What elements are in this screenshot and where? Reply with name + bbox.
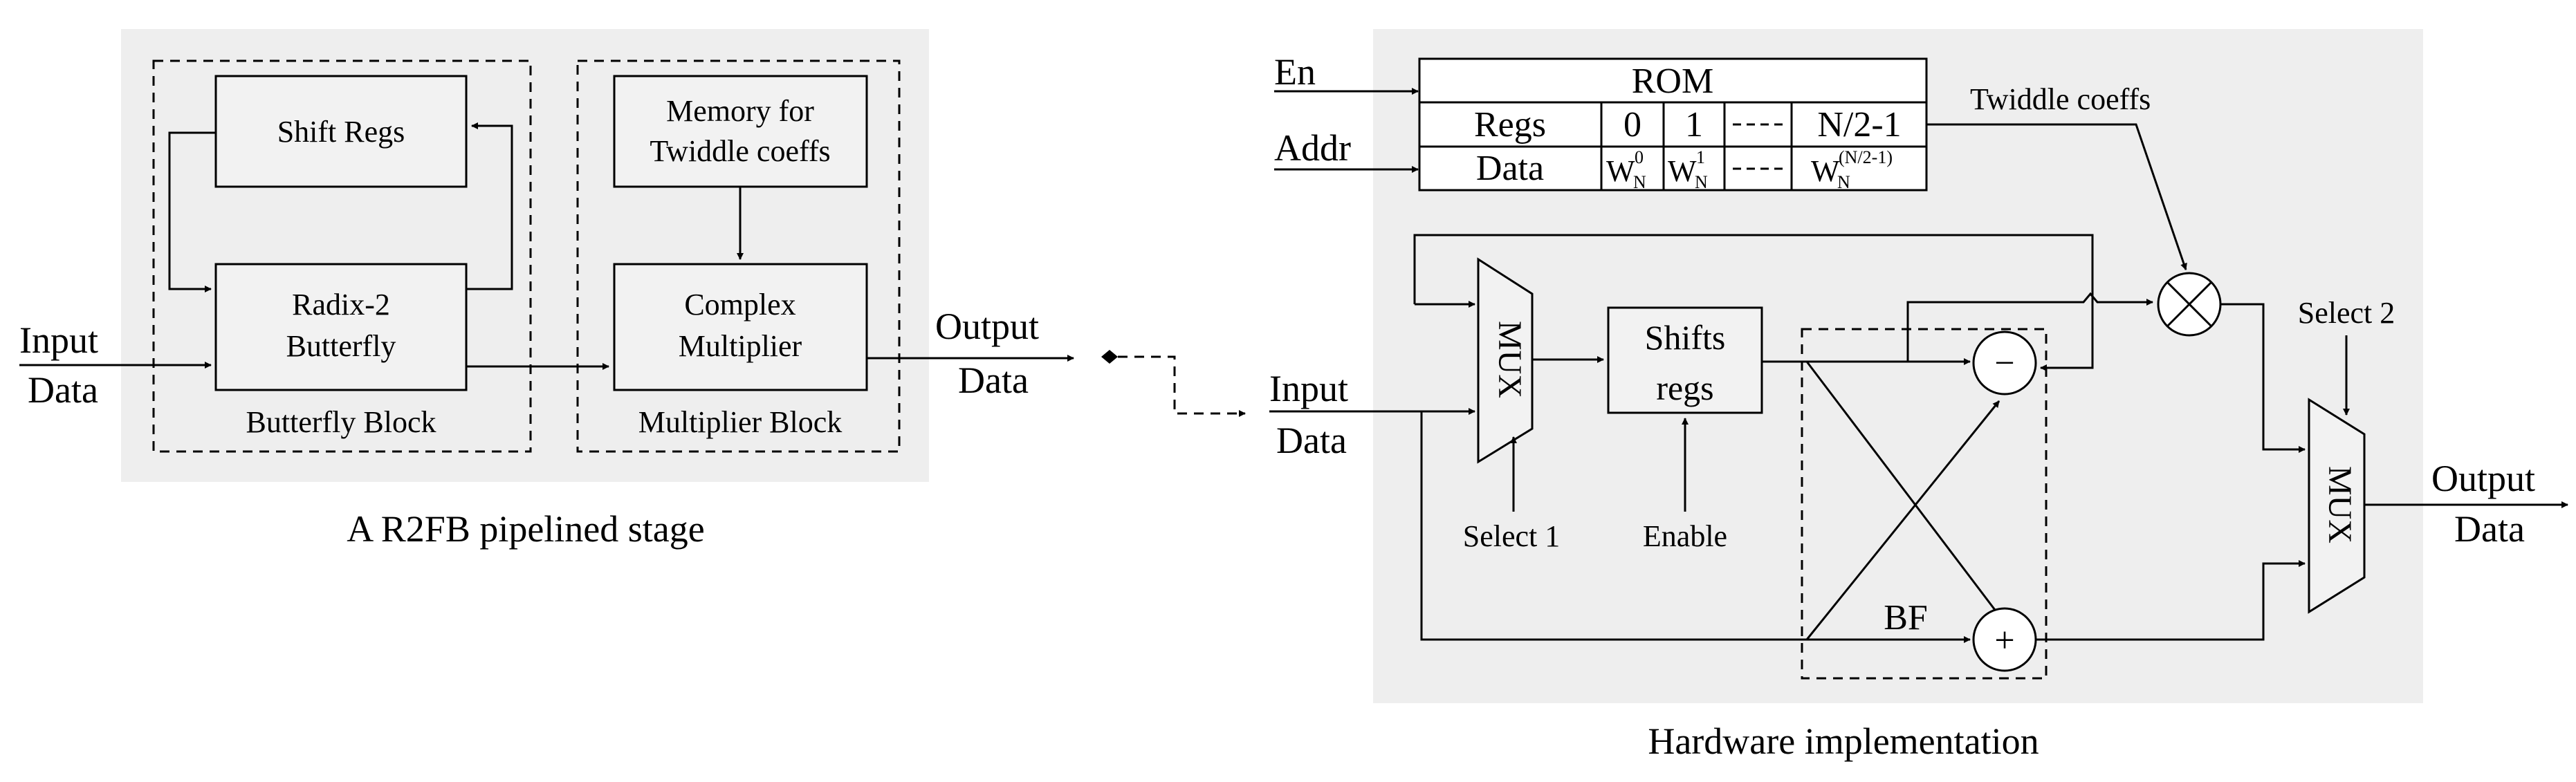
complex-multiplier-box	[613, 263, 868, 391]
left-output-label-line1: Output	[935, 306, 1039, 347]
twiddle-memory-box	[613, 75, 868, 188]
left-caption: A R2FB pipelined stage	[347, 508, 704, 550]
left-input-label-line2: Data	[28, 369, 98, 411]
left-input-label-line1: Input	[19, 319, 98, 361]
multiplier-block-label: Multiplier Block	[638, 405, 843, 439]
right-input-label-line2: Data	[1276, 420, 1347, 461]
panel-connector-dashed	[1118, 355, 1246, 417]
svg-text:0: 0	[1635, 147, 1644, 167]
rom-w0-cell: W 0 N	[1606, 147, 1646, 192]
rom-wlast-cell: W (N/2-1) N	[1811, 147, 1893, 192]
svg-text:N: N	[1695, 172, 1708, 192]
input-to-adder-wire	[1420, 411, 1971, 643]
memory-label-line2: Twiddle coeffs	[650, 134, 830, 168]
bf-dashed-region	[1801, 328, 2048, 680]
svg-text:W: W	[1606, 154, 1635, 188]
mux2-label: MUX	[2321, 466, 2358, 543]
subtract-symbol: −	[1994, 344, 2014, 383]
butterfly-block-label: Butterfly Block	[246, 405, 436, 439]
adder-to-mux2-wire	[2036, 560, 2306, 641]
twiddle-multiplier-node	[2157, 272, 2222, 337]
complex-mult-line1: Complex	[684, 288, 795, 322]
twiddle-coeffs-label: Twiddle coeffs	[1970, 82, 2151, 116]
shifts-to-multiplier-wire	[1906, 292, 2153, 362]
radix2-butterfly-box	[214, 263, 468, 391]
shifts-to-adder-cross	[1805, 361, 2000, 616]
rom-w1-cell: W 1 N	[1668, 147, 1708, 192]
multiplier-block-outline	[576, 59, 901, 453]
connector-diamond	[1101, 350, 1118, 364]
shifts-regs-box	[1607, 306, 1763, 414]
svg-text:N: N	[1633, 172, 1646, 192]
bf-label: BF	[1884, 598, 1928, 637]
mux1-label: MUX	[1491, 321, 1528, 398]
shifts-regs-line2: regs	[1656, 369, 1713, 407]
svg-text:W: W	[1668, 154, 1697, 188]
input-to-subtract-cross	[1805, 400, 2000, 640]
multiplier-to-mux2-wire	[2220, 303, 2306, 453]
adder-symbol: +	[1994, 621, 2014, 660]
rom-reg-0: 0	[1623, 105, 1641, 145]
rom-data-label: Data	[1476, 149, 1544, 188]
svg-text:1: 1	[1696, 147, 1705, 167]
right-input-label-line1: Input	[1269, 368, 1348, 409]
right-caption: Hardware implementation	[1648, 720, 2039, 762]
right-output-label-line1: Output	[2431, 458, 2535, 499]
shift-to-butterfly-wire	[168, 131, 216, 292]
enable-label: Enable	[1643, 519, 1727, 553]
subtract-feedback-wire	[1413, 234, 2094, 371]
select1-label: Select 1	[1463, 519, 1561, 553]
svg-text:W: W	[1811, 154, 1840, 188]
select2-label: Select 2	[2298, 296, 2395, 330]
rom-regs-label: Regs	[1474, 105, 1546, 145]
mux1-block	[1477, 257, 1534, 464]
memory-label-line1: Memory for	[666, 94, 814, 128]
rom-table	[1418, 57, 1928, 192]
twiddle-to-multiplier-wire	[1926, 123, 2187, 270]
right-output-label-line2: Data	[2454, 508, 2525, 550]
svg-text:(N/2-1): (N/2-1)	[1839, 147, 1893, 167]
svg-text:N: N	[1837, 172, 1850, 192]
radix2-label-line1: Radix-2	[292, 288, 390, 322]
complex-mult-line2: Multiplier	[679, 329, 802, 363]
addr-label: Addr	[1274, 127, 1351, 169]
shift-regs-box	[214, 75, 468, 188]
shift-regs-label: Shift Regs	[277, 115, 405, 149]
en-label: En	[1274, 51, 1316, 93]
subtract-node	[1972, 331, 2037, 395]
butterfly-block-outline	[152, 59, 532, 453]
left-output-label-line2: Data	[958, 360, 1029, 401]
butterfly-to-shift-wire	[466, 122, 513, 290]
shifts-regs-line1: Shifts	[1645, 318, 1726, 357]
radix2-label-line2: Butterfly	[286, 329, 396, 363]
rom-reg-last: N/2-1	[1817, 105, 1901, 145]
mux2-block	[2308, 398, 2366, 614]
rom-title: ROM	[1632, 62, 1713, 101]
rom-reg-1: 1	[1685, 105, 1703, 145]
